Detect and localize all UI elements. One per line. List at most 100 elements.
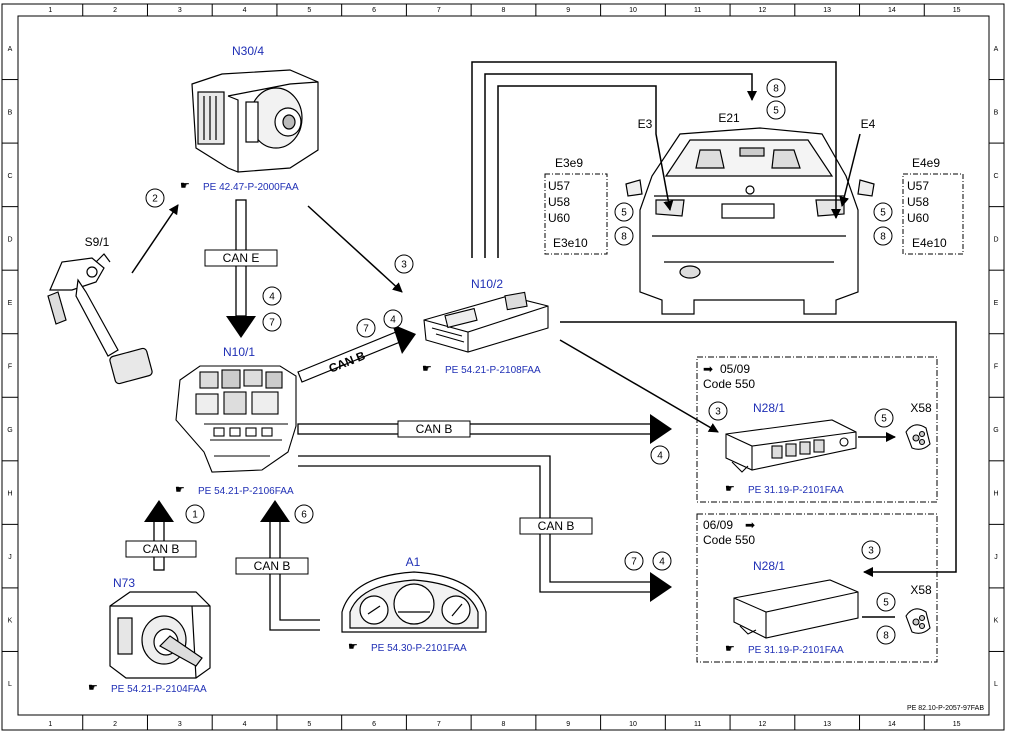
pointing-hand-icon: ☛ <box>175 484 185 496</box>
e3e10-label: E3e10 <box>553 236 588 250</box>
grid-row-label: E <box>994 300 999 307</box>
x58-top-connector-image <box>905 424 931 450</box>
grid-column-label: 15 <box>953 721 961 728</box>
e4-lamp-box-frame <box>902 173 964 255</box>
step-marker-number: 5 <box>881 414 887 425</box>
a1-label: A1 <box>406 555 421 569</box>
e4e10-label: E4e10 <box>912 236 947 250</box>
step-marker: 2 <box>145 188 165 208</box>
svg-text:CAN B: CAN B <box>254 559 291 573</box>
e3-lamp-box: E3e9 U57 U58 U60 E3e10 <box>544 156 608 255</box>
can-b-h-bus-outer <box>298 455 652 583</box>
step-marker-circle <box>185 504 205 524</box>
step-marker-number: 8 <box>883 631 889 642</box>
can-b-h-tag: CAN B <box>519 517 593 535</box>
e4-lamp-box: E4e9 U57 U58 U60 E4e10 <box>902 156 964 255</box>
grid-column-label: 5 <box>307 7 311 14</box>
grid-row-label: C <box>993 173 998 180</box>
grid-row-label: K <box>8 618 13 625</box>
n28-1-bottom-label: N28/1 <box>753 559 785 573</box>
step-marker-circle <box>876 625 896 645</box>
svg-text:PE 31.19-P-2101FAA: PE 31.19-P-2101FAA <box>748 485 844 496</box>
n10-2-reference[interactable]: ☛ PE 54.21-P-2108FAA <box>422 363 541 376</box>
step-marker-number: 1 <box>192 510 198 521</box>
n28-1-top-label: N28/1 <box>753 401 785 415</box>
step-marker-circle <box>294 504 314 524</box>
line-n10-2-to-e3 <box>497 85 674 258</box>
grid-column-label: 14 <box>888 7 896 14</box>
line-n10-2-to-e4 <box>471 61 841 258</box>
step-marker-number: 8 <box>621 232 627 243</box>
grid-column-label: 12 <box>759 721 767 728</box>
step-marker-circle <box>652 551 672 571</box>
grid-row-label: J <box>8 554 12 561</box>
step-marker: 4 <box>262 286 282 306</box>
can-b-g-bus-arrowhead <box>650 414 672 444</box>
pointing-hand-icon: ☛ <box>88 682 98 694</box>
n28-1-top-module-image <box>725 419 857 473</box>
arrow-s9-to-n30 <box>131 204 179 274</box>
grid-row-label: A <box>994 46 999 53</box>
grid-column-label: 9 <box>566 7 570 14</box>
n28-1-bottom-reference[interactable]: ☛ PE 31.19-P-2101FAA <box>725 643 844 656</box>
grid-column-label: 1 <box>48 721 52 728</box>
grid-row-label: L <box>994 681 998 688</box>
step-marker-circle <box>876 592 896 612</box>
n10-2-label: N10/2 <box>471 277 503 291</box>
pointing-hand-icon: ☛ <box>422 363 432 375</box>
svg-text:PE 54.21-P-2108FAA: PE 54.21-P-2108FAA <box>445 365 541 376</box>
step-marker-circle <box>624 551 644 571</box>
step-marker-number: 4 <box>659 557 665 568</box>
n10-1-reference[interactable]: ☛ PE 54.21-P-2106FAA <box>175 484 294 497</box>
step-marker-number: 5 <box>880 208 886 219</box>
step-marker-number: 8 <box>880 232 886 243</box>
step-marker: 4 <box>383 309 403 329</box>
variant-bottom-code: Code 550 <box>703 533 755 547</box>
variant-box-top <box>696 356 938 503</box>
can-e-bus-arrowhead <box>226 316 256 338</box>
variant-top-code: Code 550 <box>703 377 755 391</box>
step-marker-number: 7 <box>631 557 637 568</box>
grid-row-label: K <box>994 618 999 625</box>
step-marker-circle <box>874 408 894 428</box>
e3-u58: U58 <box>548 195 570 209</box>
step-marker-circle <box>873 202 893 222</box>
step-marker: 3 <box>708 401 728 421</box>
line-n10-2-to-e21 <box>484 73 757 258</box>
a1-reference[interactable]: ☛ PE 54.30-P-2101FAA <box>348 641 467 654</box>
grid-column-label: 8 <box>502 7 506 14</box>
n10-1-label: N10/1 <box>223 345 255 359</box>
n73-ignition-switch-image <box>109 591 211 679</box>
svg-text:CAN B: CAN B <box>143 542 180 556</box>
step-marker: 1 <box>185 504 205 524</box>
grid-labels: 1122334455667788991010111112121313141415… <box>7 7 998 728</box>
grid-row-label: H <box>993 491 998 498</box>
s9-1-pedal-image <box>47 253 153 385</box>
n73-reference[interactable]: ☛ PE 54.21-P-2104FAA <box>88 682 207 695</box>
can-b-a1-bus-outer <box>269 520 320 631</box>
e4e9-label: E4e9 <box>912 156 940 170</box>
can-b-g-bus-shaft <box>297 423 653 435</box>
step-marker: 5 <box>876 592 896 612</box>
grid-column-label: 11 <box>694 7 701 14</box>
grid-row-label: D <box>7 236 12 243</box>
grid-column-label: 10 <box>629 7 637 14</box>
grid-column-label: 12 <box>759 7 767 14</box>
grid-column-label: 7 <box>437 721 441 728</box>
variant-bottom-arrow-icon: ➡ <box>745 518 755 532</box>
n30-4-reference[interactable]: ☛ PE 42.47-P-2000FAA <box>180 180 299 193</box>
n28-1-top-reference[interactable]: ☛ PE 31.19-P-2101FAA <box>725 483 844 496</box>
grid-row-label: A <box>8 46 13 53</box>
grid-column-label: 4 <box>243 721 247 728</box>
grid-row-label: C <box>7 173 12 180</box>
step-marker-number: 7 <box>363 324 369 335</box>
svg-text:PE 54.21-P-2104FAA: PE 54.21-P-2104FAA <box>111 684 207 695</box>
grid-column-label: 3 <box>178 7 182 14</box>
grid-row-label: E <box>8 300 13 307</box>
grid-row-label: H <box>7 491 12 498</box>
step-marker: 5 <box>873 202 893 222</box>
e3e9-label: E3e9 <box>555 156 583 170</box>
step-marker-number: 6 <box>301 510 307 521</box>
svg-text:CAN B: CAN B <box>538 519 575 533</box>
